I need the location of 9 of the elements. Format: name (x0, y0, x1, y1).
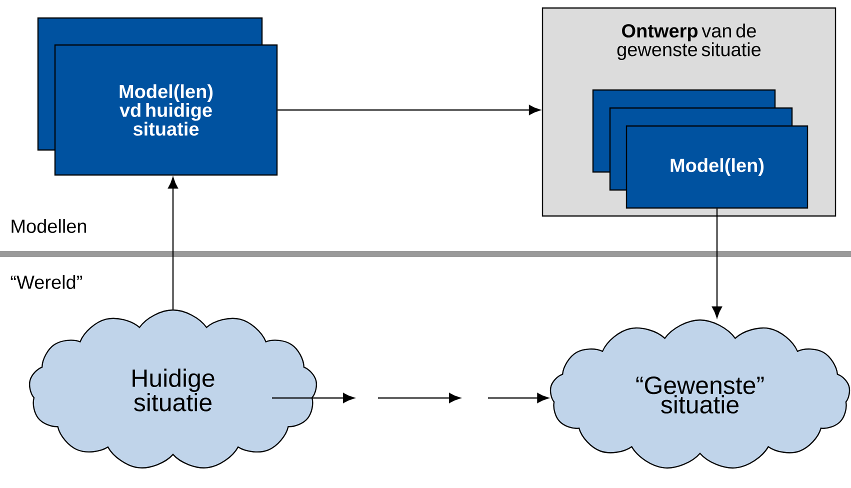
arrow (278, 105, 540, 115)
section-label: Modellen (12, 219, 86, 233)
section-label: “Wereld” (10, 275, 82, 289)
arrow (272, 393, 354, 403)
arrow (488, 393, 549, 403)
arrow (168, 177, 178, 310)
arrow (712, 208, 722, 318)
model-box: Model(len) vd huidige situatie (54, 44, 278, 176)
model-box: Model(len) (626, 125, 808, 209)
